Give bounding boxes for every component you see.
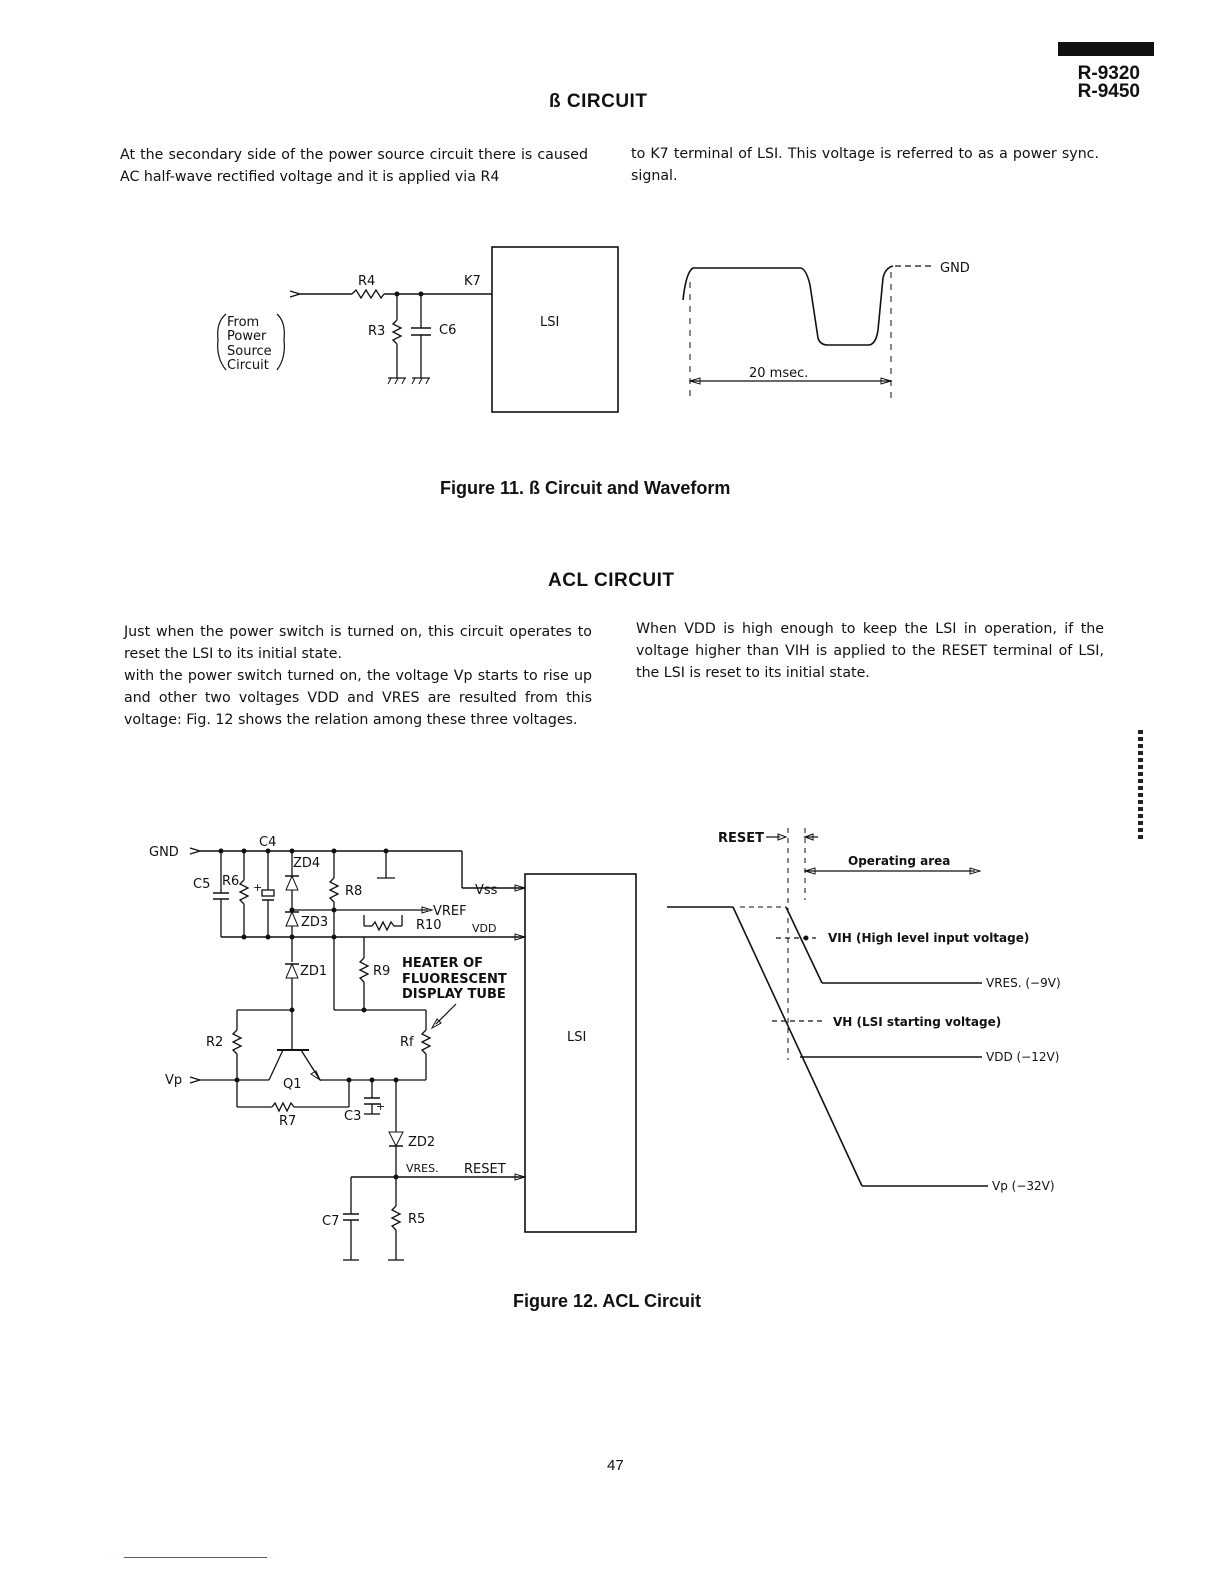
period-label: 20 msec. — [749, 366, 808, 381]
lsi-box-fig11 — [491, 246, 619, 413]
header-bar — [1058, 42, 1154, 56]
vdd-graph-label: VDD (−12V) — [986, 1050, 1059, 1064]
r10-label: R10 — [416, 918, 442, 933]
rf-label: Rf — [400, 1035, 414, 1050]
model-number-1: R-9320 — [1077, 63, 1140, 84]
page-number: 47 — [607, 1457, 624, 1474]
vp-graph-label: Vp (−32V) — [992, 1179, 1055, 1193]
r5-label: R5 — [408, 1212, 425, 1227]
margin-scan-mark — [1138, 730, 1143, 840]
vss-label: Vss — [475, 883, 498, 898]
vp-input-label: Vp — [165, 1073, 182, 1088]
c5-label: C5 — [193, 877, 210, 892]
svg-text:+: + — [253, 881, 262, 894]
section-acl-para-left-2: with the power switch turned on, the vol… — [124, 668, 592, 728]
heater-label-1: HEATER OF — [402, 956, 483, 971]
heater-label-2: FLUORESCENT — [402, 972, 507, 987]
input-arrow — [289, 290, 303, 298]
lsi-box-fig12 — [524, 873, 637, 1233]
r3-label: R3 — [368, 324, 385, 339]
model-number-2: R-9450 — [1077, 81, 1140, 102]
zd4-label: ZD4 — [293, 856, 320, 871]
vres-label-fig12: VRES. — [406, 1162, 439, 1175]
from-label-4: Circuit — [227, 358, 269, 373]
reset-label-graph: RESET — [718, 831, 764, 846]
heater-label-3: DISPLAY TUBE — [402, 987, 506, 1002]
figure-12-caption: Figure 12. ACL Circuit — [513, 1291, 702, 1311]
figure-12-diagram: GND Vss C4 C5 R6 + ZD4 ZD3 ZD1 VDD — [149, 828, 1061, 1261]
bottom-rule — [124, 1557, 267, 1558]
section-b-paragraph-left: At the secondary side of the power sourc… — [120, 144, 588, 188]
section-acl-title: ACL CIRCUIT — [548, 570, 675, 591]
section-acl-paragraph-left: Just when the power switch is turned on,… — [124, 621, 592, 731]
zd1-label: ZD1 — [300, 964, 327, 979]
lsi-label-fig11: LSI — [540, 315, 559, 330]
c3-label: C3 — [344, 1109, 361, 1124]
vih-label: VIH (High level input voltage) — [828, 931, 1029, 945]
r4-label: R4 — [358, 274, 375, 289]
section-b-title: ß CIRCUIT — [549, 91, 648, 112]
section-b-paragraph-right: to K7 terminal of LSI. This voltage is r… — [631, 143, 1099, 187]
r4-resistor — [351, 288, 385, 300]
r7-label: R7 — [279, 1114, 296, 1129]
operating-area-label: Operating area — [848, 854, 950, 868]
r3-resistor — [391, 319, 403, 345]
q1-label: Q1 — [283, 1077, 302, 1092]
section-acl-para-right-text: When VDD is high enough to keep the LSI … — [636, 621, 1104, 681]
vres-graph-label: VRES. (−9V) — [986, 976, 1061, 990]
r9-label: R9 — [373, 964, 390, 979]
figure-11-caption: Figure 11. ß Circuit and Waveform — [440, 478, 731, 498]
section-acl-para-left-1: Just when the power switch is turned on,… — [124, 624, 592, 662]
vdd-label-fig12: VDD — [472, 922, 496, 935]
section-b-para-left-text: At the secondary side of the power sourc… — [120, 147, 588, 185]
from-label-1: From — [227, 315, 259, 330]
section-acl-paragraph-right: When VDD is high enough to keep the LSI … — [636, 618, 1104, 684]
vh-label: VH (LSI starting voltage) — [833, 1015, 1001, 1029]
zd3-label: ZD3 — [301, 915, 328, 930]
svg-text:+: + — [376, 1100, 385, 1113]
section-b-para-right-text: to K7 terminal of LSI. This voltage is r… — [631, 146, 1099, 184]
c6-label: C6 — [439, 323, 456, 338]
r8-label: R8 — [345, 884, 362, 899]
reset-label-fig12: RESET — [464, 1162, 506, 1177]
c7-label: C7 — [322, 1214, 339, 1229]
lsi-label-fig12: LSI — [567, 1030, 586, 1045]
from-label-3: Source — [227, 344, 272, 359]
from-source-left-brace — [217, 313, 227, 371]
gnd-label-fig11: GND — [940, 261, 970, 276]
gnd-label-fig12: GND — [149, 845, 179, 860]
vref-label: VREF — [433, 904, 467, 919]
from-source-right-brace — [276, 313, 285, 371]
r6-label: R6 — [222, 874, 239, 889]
from-label-2: Power — [227, 329, 267, 344]
sync-waveform — [682, 265, 894, 346]
k7-label: K7 — [464, 274, 481, 289]
figure-11-diagram: From Power Source Circuit R4 K7 R3 C6 LS… — [217, 246, 970, 413]
r2-label: R2 — [206, 1035, 223, 1050]
c4-label: C4 — [259, 835, 276, 850]
zd2-label: ZD2 — [408, 1135, 435, 1150]
